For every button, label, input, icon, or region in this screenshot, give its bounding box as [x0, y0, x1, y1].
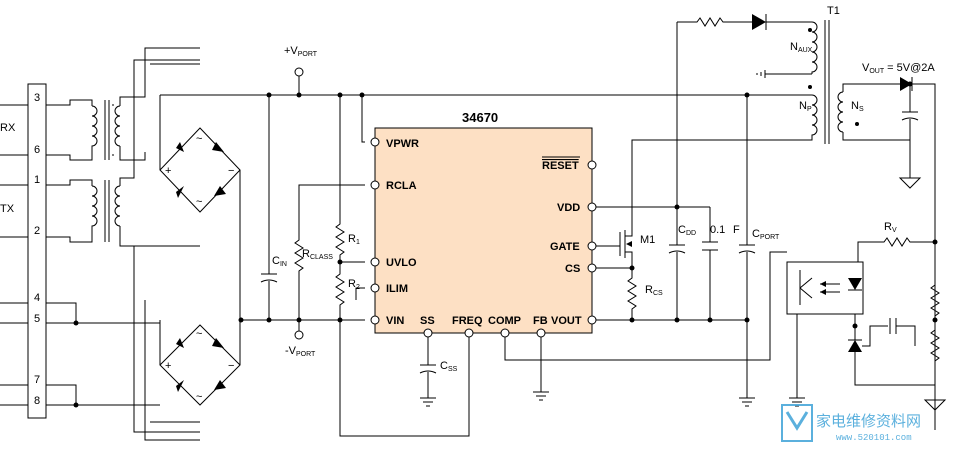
vport-pos-label: +VPORT	[284, 45, 318, 58]
transformer-t1: T1 NAUX NP NS	[660, 5, 910, 144]
pin-vout: VOUT	[551, 315, 582, 327]
chip-body	[374, 127, 593, 334]
rx-secondary-coil	[114, 105, 121, 147]
aux-winding-path	[677, 14, 812, 78]
connector-pin-7: 7	[34, 374, 40, 386]
tx-label: TX	[0, 203, 15, 215]
watermark-url: www.520101.com	[836, 433, 912, 443]
pin-fb: FB	[533, 315, 548, 327]
watermark-text: 家电维修资料网	[816, 413, 921, 430]
rj45-connector: 3 6 1 2 4 5 7 8 RX TX	[0, 83, 47, 419]
r2-label: R2	[348, 278, 360, 291]
naux-label: NAUX	[790, 41, 813, 54]
rclass-label: RCLASS	[302, 248, 333, 261]
rcs-label: RCS	[645, 284, 663, 297]
cap-f-label: F	[733, 224, 740, 236]
pin-comp: COMP	[488, 315, 521, 327]
r1-label: R1	[348, 233, 360, 246]
mosfet-m1: M1	[596, 139, 660, 271]
tx-core	[104, 180, 110, 242]
connector-pin-2: 2	[34, 225, 40, 237]
cap-cport: CPORT	[738, 92, 780, 407]
connector-pin-8: 8	[34, 395, 40, 407]
svg-text:~: ~	[196, 328, 202, 340]
data-transformers	[46, 47, 200, 247]
svg-text:~: ~	[196, 133, 202, 145]
cin-label: CIN	[272, 255, 287, 268]
vout-label: VOUT = 5V@2A	[862, 62, 935, 75]
pin-vdd: VDD	[557, 202, 580, 214]
watermark-logo	[781, 404, 813, 442]
pin-ilim: ILIM	[386, 283, 408, 295]
tx-secondary-coil	[114, 185, 121, 227]
pin-cs: CS	[565, 263, 580, 275]
chip-name: 34670	[462, 110, 498, 125]
pin-ss: SS	[420, 315, 435, 327]
resistor-rcs: RCS	[627, 268, 663, 320]
pin-uvlo: UVLO	[386, 257, 417, 269]
css-label: CSS	[440, 360, 458, 373]
tl431-shunt	[848, 340, 862, 352]
spare-pairs	[0, 246, 200, 441]
rx-primary-coil	[91, 105, 98, 154]
primary-coil	[660, 94, 818, 141]
feedback-section: RV	[786, 221, 947, 411]
ns-label: NS	[851, 100, 864, 113]
comp-fb-wiring	[504, 251, 787, 401]
connector-pin-3: 3	[34, 92, 40, 104]
rx-label: RX	[0, 122, 16, 134]
cdd-label: CDD	[678, 224, 696, 237]
optocoupler	[786, 261, 864, 315]
pin-freq: FREQ	[452, 315, 483, 327]
rx-core	[104, 100, 110, 160]
cap-cin: CIN	[260, 95, 287, 320]
output-section: VOUT = 5V@2A	[862, 62, 936, 430]
pin-rcla: RCLA	[386, 180, 417, 192]
m1-label: M1	[640, 234, 655, 246]
vout-rail	[596, 317, 750, 323]
pin-gate: GATE	[550, 241, 580, 253]
svg-text:~: ~	[196, 196, 202, 208]
pin-reset: RESET	[542, 160, 579, 172]
svg-text:−: −	[228, 360, 234, 372]
tx-primary-coil	[91, 185, 98, 236]
svg-text:+: +	[165, 360, 171, 372]
controller-34670: 34670 VPWR RCLA UVLO ILIM VIN SS FREQ CO…	[370, 110, 597, 338]
vdd-capacitors: CDD 0.1 F	[596, 22, 740, 320]
connector-pin-6: 6	[34, 144, 40, 156]
cap-01-label: 0.1	[710, 224, 725, 236]
connector-body	[27, 83, 47, 419]
rv-label: RV	[884, 221, 897, 234]
output-diode	[900, 77, 912, 91]
watermark: 家电维修资料网 www.520101.com	[781, 404, 921, 443]
t1-label: T1	[827, 5, 840, 17]
aux-coil	[811, 21, 818, 74]
cap-css: CSS	[419, 337, 458, 407]
connector-pin-1: 1	[34, 174, 40, 186]
bridge-rectifier-1: + − ~ ~	[159, 95, 241, 320]
cport-label: CPORT	[752, 228, 780, 241]
svg-text:~: ~	[196, 391, 202, 403]
resistor-divider: R1 R2	[335, 92, 470, 437]
external-pair-lines	[0, 104, 28, 238]
np-label: NP	[799, 100, 812, 113]
t1-core	[824, 20, 830, 144]
connector-pin-4: 4	[34, 292, 40, 304]
secondary-coil	[837, 91, 844, 133]
svg-text:+: +	[165, 165, 171, 177]
bridge-rectifier-2: + − ~ ~	[159, 320, 241, 406]
resistor-rclass: RCLASS	[294, 184, 365, 320]
output-ground	[898, 177, 922, 189]
pin-vpwr: VPWR	[386, 138, 419, 150]
svg-text:−: −	[228, 165, 234, 177]
vport-neg-label: -VPORT	[285, 345, 316, 358]
connector-pin-5: 5	[34, 313, 40, 325]
pin-vin: VIN	[386, 315, 404, 327]
